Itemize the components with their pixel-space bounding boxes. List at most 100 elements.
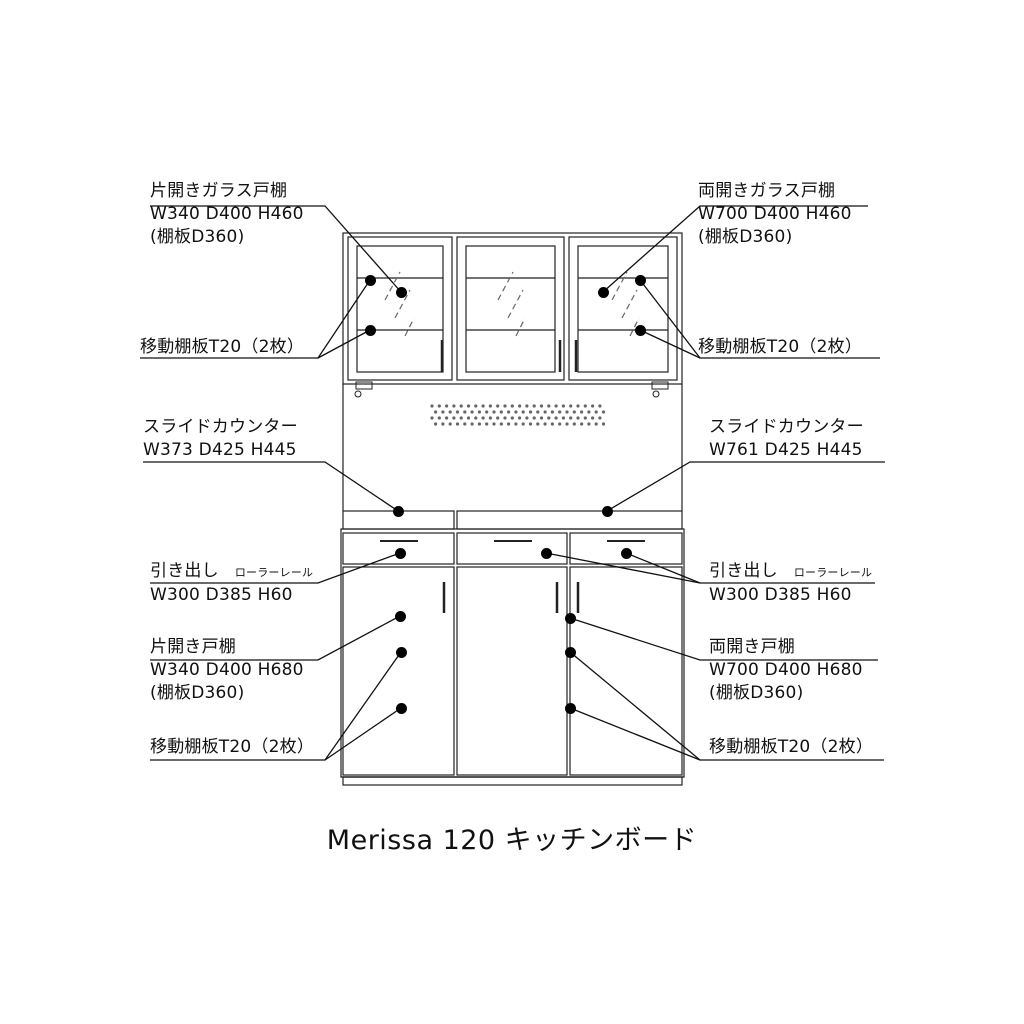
label-glass-single: 片開きガラス戸棚 W340 D400 H460 (棚板D360) bbox=[150, 180, 304, 249]
vent-hole bbox=[459, 416, 463, 420]
hutch-hardware bbox=[354, 381, 669, 398]
vent-hole bbox=[437, 416, 441, 420]
vent-hole bbox=[514, 410, 518, 414]
vent-hole bbox=[499, 422, 503, 426]
vent-hole bbox=[569, 416, 573, 420]
vent-hole bbox=[507, 410, 511, 414]
vent-hole bbox=[547, 416, 551, 420]
vent-hole bbox=[492, 410, 496, 414]
vent-hole bbox=[550, 410, 555, 414]
label-glass-single-shelf: (棚板D360) bbox=[150, 227, 245, 247]
vent-hole bbox=[452, 416, 456, 420]
slide-counter-right bbox=[456, 510, 683, 530]
vent-hole bbox=[554, 404, 558, 408]
callout-dot-slide-left bbox=[393, 506, 404, 517]
vent-hole bbox=[503, 404, 507, 408]
vent-hole bbox=[536, 410, 540, 414]
hutch-frame bbox=[342, 232, 683, 385]
glass-door-right bbox=[568, 236, 678, 381]
label-slide-left-dims: W373 D425 H445 bbox=[143, 440, 297, 460]
vent-hole bbox=[539, 404, 544, 408]
label-slide-right: スライドカウンター W761 D425 H445 bbox=[709, 416, 864, 462]
lower-doors bbox=[342, 566, 683, 776]
label-glass-double-shelf: (棚板D360) bbox=[698, 227, 793, 247]
vent-hole bbox=[547, 404, 551, 408]
vent-hole bbox=[474, 416, 478, 420]
vent-hole bbox=[430, 416, 434, 420]
vent-hole bbox=[587, 410, 591, 414]
glass-door-center bbox=[456, 236, 565, 381]
vent-hole bbox=[572, 410, 576, 414]
callout-dot-shelf-upper-left-2 bbox=[365, 325, 376, 336]
vent-hole bbox=[463, 410, 467, 414]
vent-hole bbox=[565, 410, 569, 414]
vent-hole bbox=[518, 404, 522, 408]
label-drawer-left: 引き出しローラーレール W300 D385 H60 bbox=[150, 560, 313, 607]
vent-hole bbox=[518, 416, 522, 420]
back-panel-vent bbox=[430, 404, 606, 426]
label-shelf-upper-right: 移動棚板T20（2枚） bbox=[698, 337, 863, 357]
label-door-double-dims: W700 D400 H680 bbox=[709, 660, 863, 680]
label-drawer-right: 引き出しローラーレール W300 D385 H60 bbox=[709, 560, 872, 607]
label-door-double-shelf: (棚板D360) bbox=[709, 683, 804, 703]
callout-dot-shelf-lower-right-1 bbox=[565, 647, 576, 658]
vent-hole bbox=[601, 410, 606, 414]
callout-dot-drawer-center bbox=[541, 548, 552, 559]
vent-hole bbox=[434, 410, 438, 414]
label-slide-right-dims: W761 D425 H445 bbox=[709, 440, 863, 460]
label-door-double: 両開き戸棚 W700 D400 H680 (棚板D360) bbox=[709, 636, 863, 705]
label-door-single: 片開き戸棚 W340 D400 H680 (棚板D360) bbox=[150, 636, 304, 705]
vent-hole bbox=[536, 422, 540, 426]
label-shelf-lower-left: 移動棚板T20（2枚） bbox=[150, 737, 315, 757]
vent-hole bbox=[598, 416, 602, 420]
vent-hole bbox=[441, 410, 445, 414]
vent-hole bbox=[430, 404, 434, 408]
callout-dot-shelf-upper-right-1 bbox=[635, 275, 646, 286]
label-glass-single-name: 片開きガラス戸棚 bbox=[150, 181, 288, 201]
lower-base-frame bbox=[340, 528, 685, 778]
label-drawer-left-name: 引き出し bbox=[150, 561, 219, 581]
vent-hole bbox=[448, 422, 452, 426]
vent-hole bbox=[583, 416, 587, 420]
callout-dot-door-double bbox=[565, 613, 576, 624]
vent-hole bbox=[561, 416, 566, 420]
label-glass-double-name: 両開きガラス戸棚 bbox=[698, 181, 836, 201]
vent-hole bbox=[528, 410, 533, 414]
vent-hole bbox=[485, 422, 489, 426]
vent-hole bbox=[466, 404, 471, 408]
vent-hole bbox=[539, 416, 544, 420]
vent-hole bbox=[463, 422, 467, 426]
label-shelf-upper-left: 移動棚板T20（2枚） bbox=[140, 337, 305, 357]
callout-dot-slide-right bbox=[602, 506, 613, 517]
vent-hole bbox=[455, 410, 460, 414]
vent-hole bbox=[459, 404, 463, 408]
vent-hole bbox=[572, 422, 576, 426]
vent-hole bbox=[510, 416, 514, 420]
leader-lines bbox=[140, 205, 885, 761]
vent-hole bbox=[488, 404, 492, 408]
vent-hole bbox=[492, 422, 496, 426]
vent-hole bbox=[474, 404, 478, 408]
vent-hole bbox=[532, 404, 536, 408]
vent-hole bbox=[470, 410, 474, 414]
vent-hole bbox=[514, 422, 518, 426]
vent-hole bbox=[558, 422, 562, 426]
label-glass-double-dims: W700 D400 H460 bbox=[698, 204, 852, 224]
label-door-single-name: 片開き戸棚 bbox=[150, 637, 236, 657]
vent-hole bbox=[477, 422, 481, 426]
diagram-title: Merissa 120 キッチンボード bbox=[326, 825, 698, 856]
vent-hole bbox=[437, 404, 441, 408]
vent-hole bbox=[594, 410, 598, 414]
vent-hole bbox=[601, 422, 606, 426]
vent-hole bbox=[528, 422, 533, 426]
vent-hole bbox=[481, 404, 485, 408]
vent-hole bbox=[445, 416, 449, 420]
label-glass-double: 両開きガラス戸棚 W700 D400 H460 (棚板D360) bbox=[698, 180, 852, 249]
callout-dot-glass-single bbox=[396, 287, 407, 298]
glass-reflection-marks bbox=[384, 271, 640, 337]
label-glass-single-dims: W340 D400 H460 bbox=[150, 204, 304, 224]
label-drawer-right-dims: W300 D385 H60 bbox=[709, 585, 852, 605]
label-slide-right-name: スライドカウンター bbox=[709, 417, 864, 437]
